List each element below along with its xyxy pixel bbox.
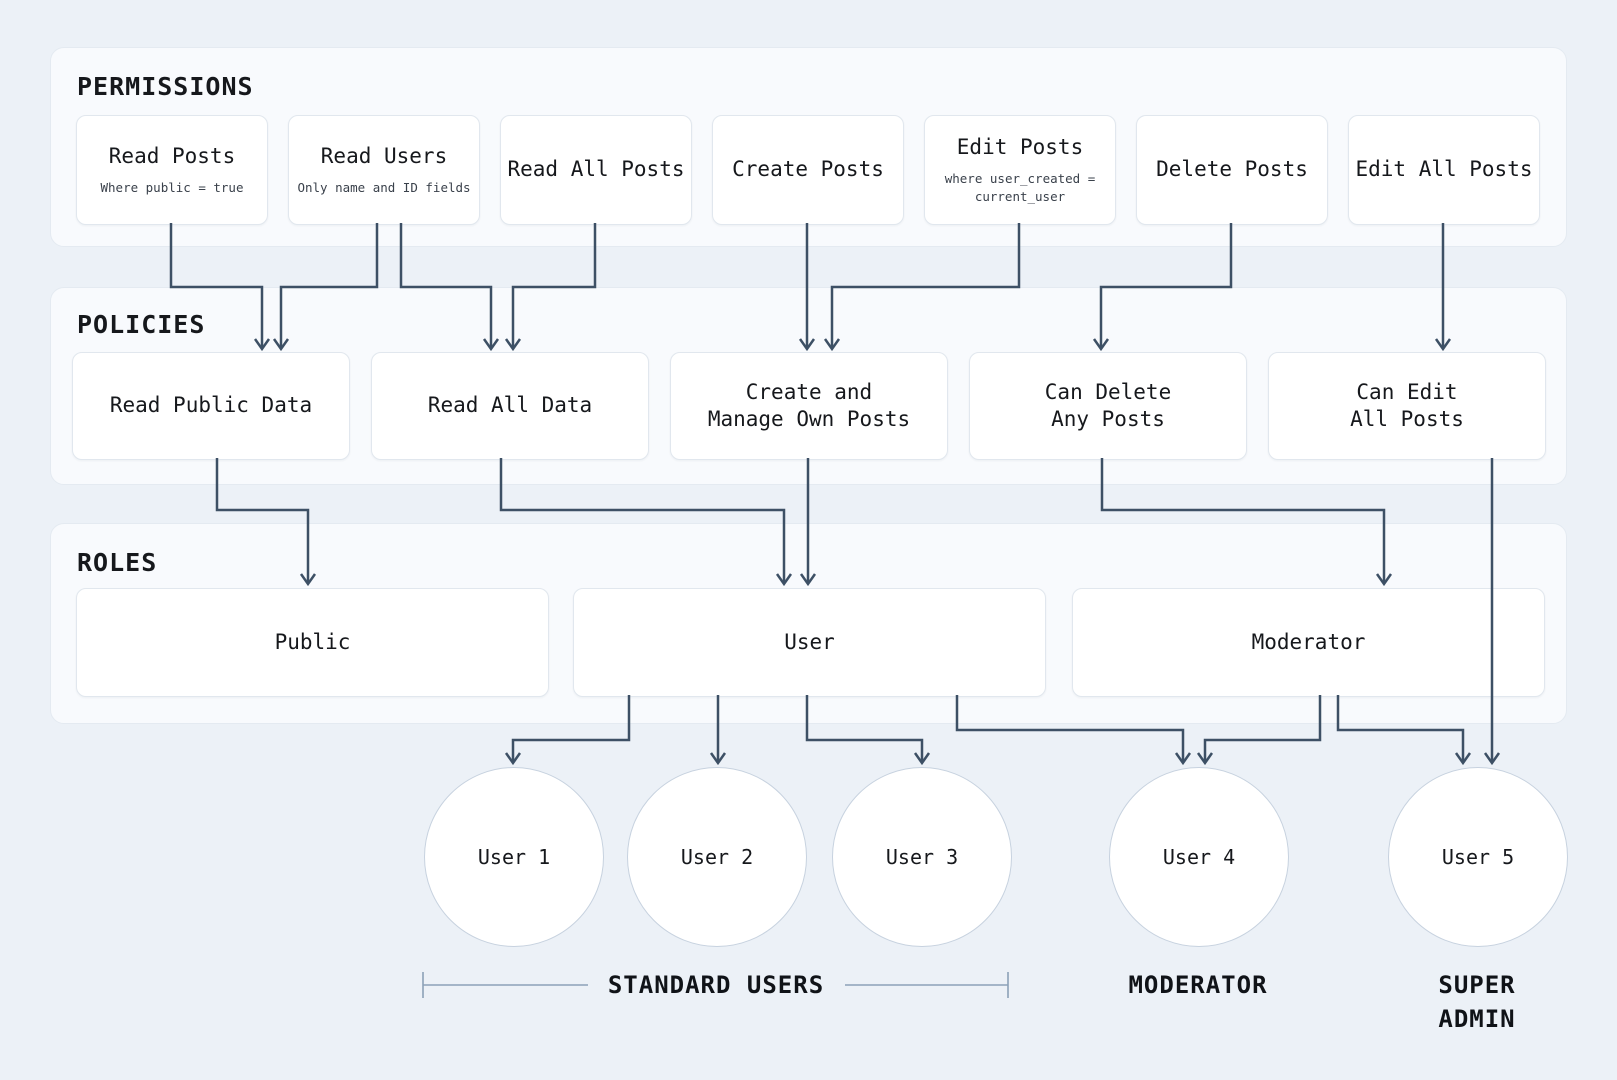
permission-label: Read Posts <box>108 143 236 168</box>
permission-node-read-posts: Read Posts Where public = true <box>76 115 268 225</box>
policy-node-can-edit-all-posts: Can Edit All Posts <box>1268 352 1546 460</box>
permission-sublabel: where user_created = current_user <box>944 171 1096 205</box>
policy-node-create-manage-own-posts: Create and Manage Own Posts <box>670 352 948 460</box>
permission-node-delete-posts: Delete Posts <box>1136 115 1328 225</box>
user-circle-5: User 5 <box>1388 767 1568 947</box>
user-circle-1: User 1 <box>424 767 604 947</box>
permission-node-read-all-posts: Read All Posts <box>500 115 692 225</box>
role-label: Public <box>274 629 351 654</box>
permission-label: Edit Posts <box>956 134 1084 159</box>
role-label: Moderator <box>1251 629 1366 654</box>
user-circle-4: User 4 <box>1109 767 1289 947</box>
permission-node-read-users: Read Users Only name and ID fields <box>288 115 480 225</box>
permissions-title: PERMISSIONS <box>77 72 254 101</box>
permission-label: Read All Posts <box>507 157 685 182</box>
policy-node-read-all-data: Read All Data <box>371 352 649 460</box>
permission-label: Delete Posts <box>1156 157 1308 182</box>
permission-node-create-posts: Create Posts <box>712 115 904 225</box>
policy-label: Can Edit All Posts <box>1350 379 1464 431</box>
policy-label: Can Delete Any Posts <box>1044 379 1172 431</box>
permission-node-edit-all-posts: Edit All Posts <box>1348 115 1540 225</box>
policy-node-read-public-data: Read Public Data <box>72 352 350 460</box>
permission-label: Read Users <box>320 143 448 168</box>
policy-label: Create and Manage Own Posts <box>707 379 911 431</box>
permission-sublabel: Only name and ID fields <box>297 180 471 196</box>
permission-label: Edit All Posts <box>1355 157 1533 182</box>
role-node-moderator: Moderator <box>1072 588 1545 697</box>
user-circle-2: User 2 <box>627 767 807 947</box>
permission-node-edit-posts: Edit Posts where user_created = current_… <box>924 115 1116 225</box>
permission-sublabel: Where public = true <box>100 180 244 196</box>
policy-node-can-delete-any-posts: Can Delete Any Posts <box>969 352 1247 460</box>
policies-title: POLICIES <box>77 310 206 339</box>
roles-title: ROLES <box>77 548 158 577</box>
role-label: User <box>784 629 835 654</box>
policy-label: Read Public Data <box>109 393 313 418</box>
role-node-public: Public <box>76 588 549 697</box>
role-node-user: User <box>573 588 1046 697</box>
group-label-standard-users: STANDARD USERS <box>607 971 825 999</box>
policy-label: Read All Data <box>427 393 593 418</box>
permission-label: Create Posts <box>732 157 884 182</box>
group-label-super-admin: SUPER ADMIN <box>1438 971 1516 1033</box>
group-label-moderator: MODERATOR <box>1128 971 1268 999</box>
user-circle-3: User 3 <box>832 767 1012 947</box>
